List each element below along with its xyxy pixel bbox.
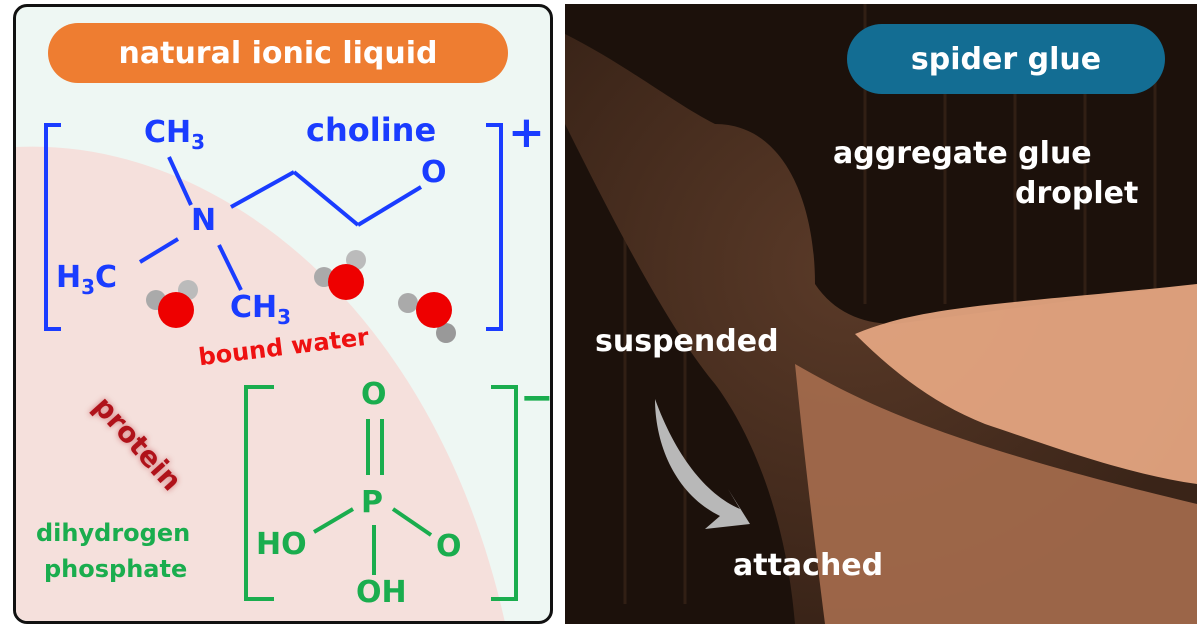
aggregate-label-line1: aggregate glue	[833, 136, 1092, 171]
atom-o: O	[421, 155, 447, 190]
anion-charge: −	[520, 375, 553, 421]
water-molecule	[314, 250, 366, 300]
transition-arrow-icon	[655, 399, 750, 529]
cation-bracket-right	[486, 123, 503, 331]
atom-ch3-bottom: CH3	[230, 290, 292, 329]
cation-bracket-left	[44, 123, 61, 331]
glue-spread	[855, 284, 1197, 484]
ionic-liquid-title: natural ionic liquid	[48, 23, 508, 83]
protein-region	[16, 146, 505, 621]
water-molecule	[146, 280, 198, 328]
suspended-label: suspended	[595, 324, 779, 359]
micrograph	[565, 4, 1197, 624]
atom-h3c: H3C	[56, 260, 118, 299]
cation-charge: +	[508, 107, 545, 158]
atom-o-top: O	[361, 377, 387, 412]
molecule-drawing	[44, 123, 518, 601]
aggregate-label-line2: droplet	[1015, 176, 1139, 211]
ionic-liquid-panel: natural ionic liquid CH3 choline + O N H…	[13, 4, 553, 624]
spider-glue-image: spider glue aggregate glue droplet suspe…	[565, 4, 1197, 624]
anion-name-line2: phosphate	[44, 555, 188, 583]
atom-n: N	[191, 203, 217, 238]
attached-label: attached	[733, 548, 884, 583]
cation-name: choline	[306, 111, 437, 149]
atom-ch3-top: CH3	[144, 115, 206, 154]
atom-oh: OH	[356, 575, 407, 610]
spider-glue-title: spider glue	[847, 24, 1165, 94]
atom-o-right: O	[436, 529, 462, 564]
anion-bracket-left	[244, 385, 274, 601]
anion-bracket-right	[491, 385, 518, 601]
atom-ho: HO	[256, 527, 307, 562]
atom-p: P	[361, 485, 383, 520]
water-molecule	[398, 292, 456, 343]
anion-name-line1: dihydrogen	[36, 519, 191, 547]
